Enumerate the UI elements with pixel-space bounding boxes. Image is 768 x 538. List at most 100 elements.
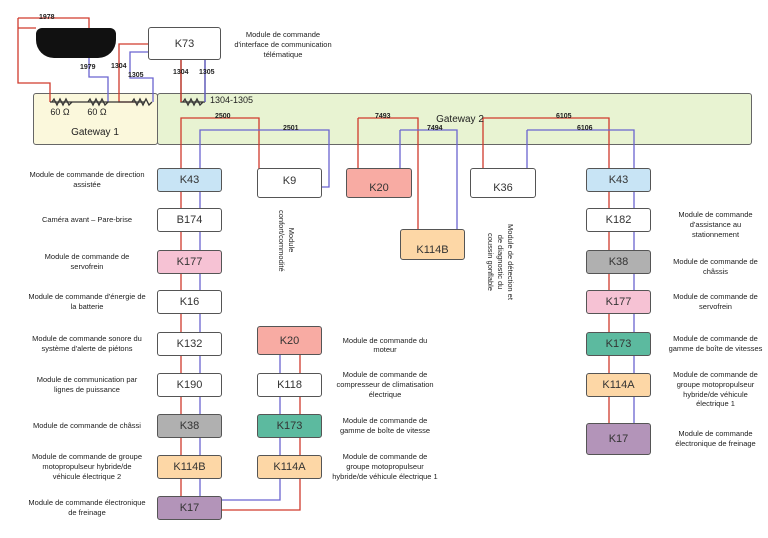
module-k73-desc: Module de commande d'interface de commun… — [234, 30, 332, 59]
module-desc: Module de commande d'assistance au stati… — [678, 210, 753, 239]
module-id: K173 — [605, 338, 632, 350]
module-k173[interactable]: K173 — [257, 414, 322, 438]
module-id: K20 — [369, 182, 389, 194]
module-k118[interactable]: K118 — [257, 373, 322, 397]
module-k177[interactable]: K177 — [586, 290, 651, 314]
module-k20[interactable]: K20 — [257, 326, 322, 355]
module-k17[interactable]: K17 — [586, 423, 651, 455]
wire-label: 7494 — [427, 125, 443, 132]
wire-label: 7493 — [375, 113, 391, 120]
module-desc: Caméra avant – Pare-brise — [41, 215, 133, 224]
module-id: K177 — [176, 256, 203, 268]
module-id: K173 — [276, 420, 303, 432]
module-k173[interactable]: K173 — [586, 332, 651, 356]
module-id: K114B — [173, 461, 206, 473]
module-k43[interactable]: K43 — [586, 168, 651, 192]
module-desc: Module de commande de direction assistée — [29, 170, 145, 189]
bus — [180, 60, 206, 103]
module-k17[interactable]: K17 — [157, 496, 222, 520]
module-k114a[interactable]: K114A — [586, 373, 651, 397]
wire-label: 1305 — [199, 69, 215, 76]
module-desc: Module de commande de gamme de boîte de … — [339, 416, 431, 435]
module-id: K190 — [176, 379, 203, 391]
wire-label: 6106 — [577, 125, 593, 132]
wire-1979 — [88, 58, 109, 102]
module-id: K114B — [416, 243, 449, 256]
resistor-icon — [131, 97, 153, 107]
module-id: K38 — [179, 420, 200, 432]
gateway-1-label: Gateway 1 — [71, 127, 119, 138]
module-desc: Module de commande d'énergie de la batte… — [28, 292, 146, 311]
module-id: K118 — [277, 379, 302, 391]
resistor-icon — [87, 97, 109, 107]
module-id: K16 — [179, 296, 200, 308]
module-desc: Module de commande de compresseur de cli… — [336, 370, 434, 399]
module-desc: Module de commande de groupe motopropuls… — [31, 452, 143, 481]
module-id: K9 — [282, 175, 297, 187]
module-k132[interactable]: K132 — [157, 332, 222, 356]
module-k177[interactable]: K177 — [157, 250, 222, 274]
module-k36[interactable]: K36 — [470, 168, 536, 198]
module-k43[interactable]: K43 — [157, 168, 222, 192]
wire-1978 — [17, 17, 90, 102]
wire-6106 — [515, 129, 635, 174]
module-id: K43 — [179, 174, 200, 186]
wire-label: 1979 — [80, 64, 96, 71]
module-k38[interactable]: K38 — [157, 414, 222, 438]
bus-1304-1305-label: 1304-1305 — [210, 95, 254, 105]
wire-blue-mid — [222, 355, 281, 501]
module-k114b[interactable]: K114B — [157, 455, 222, 479]
module-desc: Module de commande de servofrein — [44, 252, 130, 271]
gateway-2 — [157, 93, 752, 145]
module-desc: Module de commande de groupe motopropuls… — [673, 370, 758, 409]
module-desc: Module de commande de gamme de boîte de … — [668, 334, 763, 353]
resistor-icon — [182, 97, 204, 107]
wire-1305 — [129, 51, 154, 102]
wire-label: 2501 — [283, 125, 299, 132]
module-desc: Module de commande électronique de frein… — [675, 429, 756, 448]
module-id: K43 — [608, 174, 629, 186]
module-id: K177 — [605, 296, 632, 308]
module-k114a[interactable]: K114A — [257, 455, 322, 479]
module-desc: Module de commande du moteur — [342, 335, 428, 355]
wire-label: 1978 — [39, 14, 55, 21]
module-id: K182 — [605, 214, 632, 226]
module-k38[interactable]: K38 — [586, 250, 651, 274]
wire-label: 6105 — [556, 113, 572, 120]
module-k73[interactable]: K73 — [148, 27, 221, 60]
module-id: K36 — [493, 182, 513, 194]
wire-label: 1304 — [173, 69, 189, 76]
module-k114b-branch[interactable]: K114B — [400, 229, 465, 260]
wire-label: 1305 — [128, 72, 144, 79]
module-k9-desc: Module confort/commodité — [277, 210, 296, 272]
wire-label: 2500 — [215, 113, 231, 120]
module-desc: Module de commande de châssi — [33, 421, 141, 430]
module-desc: Module de commande électronique de frein… — [28, 498, 146, 517]
module-id: K20 — [279, 334, 300, 347]
module-id: K38 — [608, 256, 629, 268]
module-id: K114A — [602, 379, 635, 391]
module-desc: Module de commande de servofrein — [673, 292, 758, 311]
module-desc: Module de commande de châssis — [673, 257, 758, 276]
module-k20-branch[interactable]: K20 — [346, 168, 412, 198]
module-desc: Module de commande de groupe motopropuls… — [332, 452, 438, 481]
module-k16[interactable]: K16 — [157, 290, 222, 314]
resistor-60-label: 60 Ω — [87, 107, 107, 117]
wire-label: 1304 — [111, 63, 127, 70]
module-id: K17 — [608, 433, 629, 445]
module-id: K132 — [176, 338, 203, 350]
module-desc: Module de communication par lignes de pu… — [36, 375, 138, 394]
module-k182[interactable]: K182 — [586, 208, 651, 232]
module-k190[interactable]: K190 — [157, 373, 222, 397]
resistor-60-label: 60 Ω — [50, 107, 70, 117]
module-id: B174 — [176, 214, 203, 226]
resistor-icon — [51, 97, 73, 107]
obd-connector — [36, 28, 116, 58]
module-b174[interactable]: B174 — [157, 208, 222, 232]
module-k36-desc: Module de détection et de diagnostic du … — [486, 224, 516, 300]
module-id: K114A — [273, 461, 306, 473]
module-k9[interactable]: K9 — [257, 168, 322, 198]
gateway-2-label: Gateway 2 — [436, 114, 484, 125]
module-desc: Module de commande sonore du système d'a… — [32, 334, 142, 353]
